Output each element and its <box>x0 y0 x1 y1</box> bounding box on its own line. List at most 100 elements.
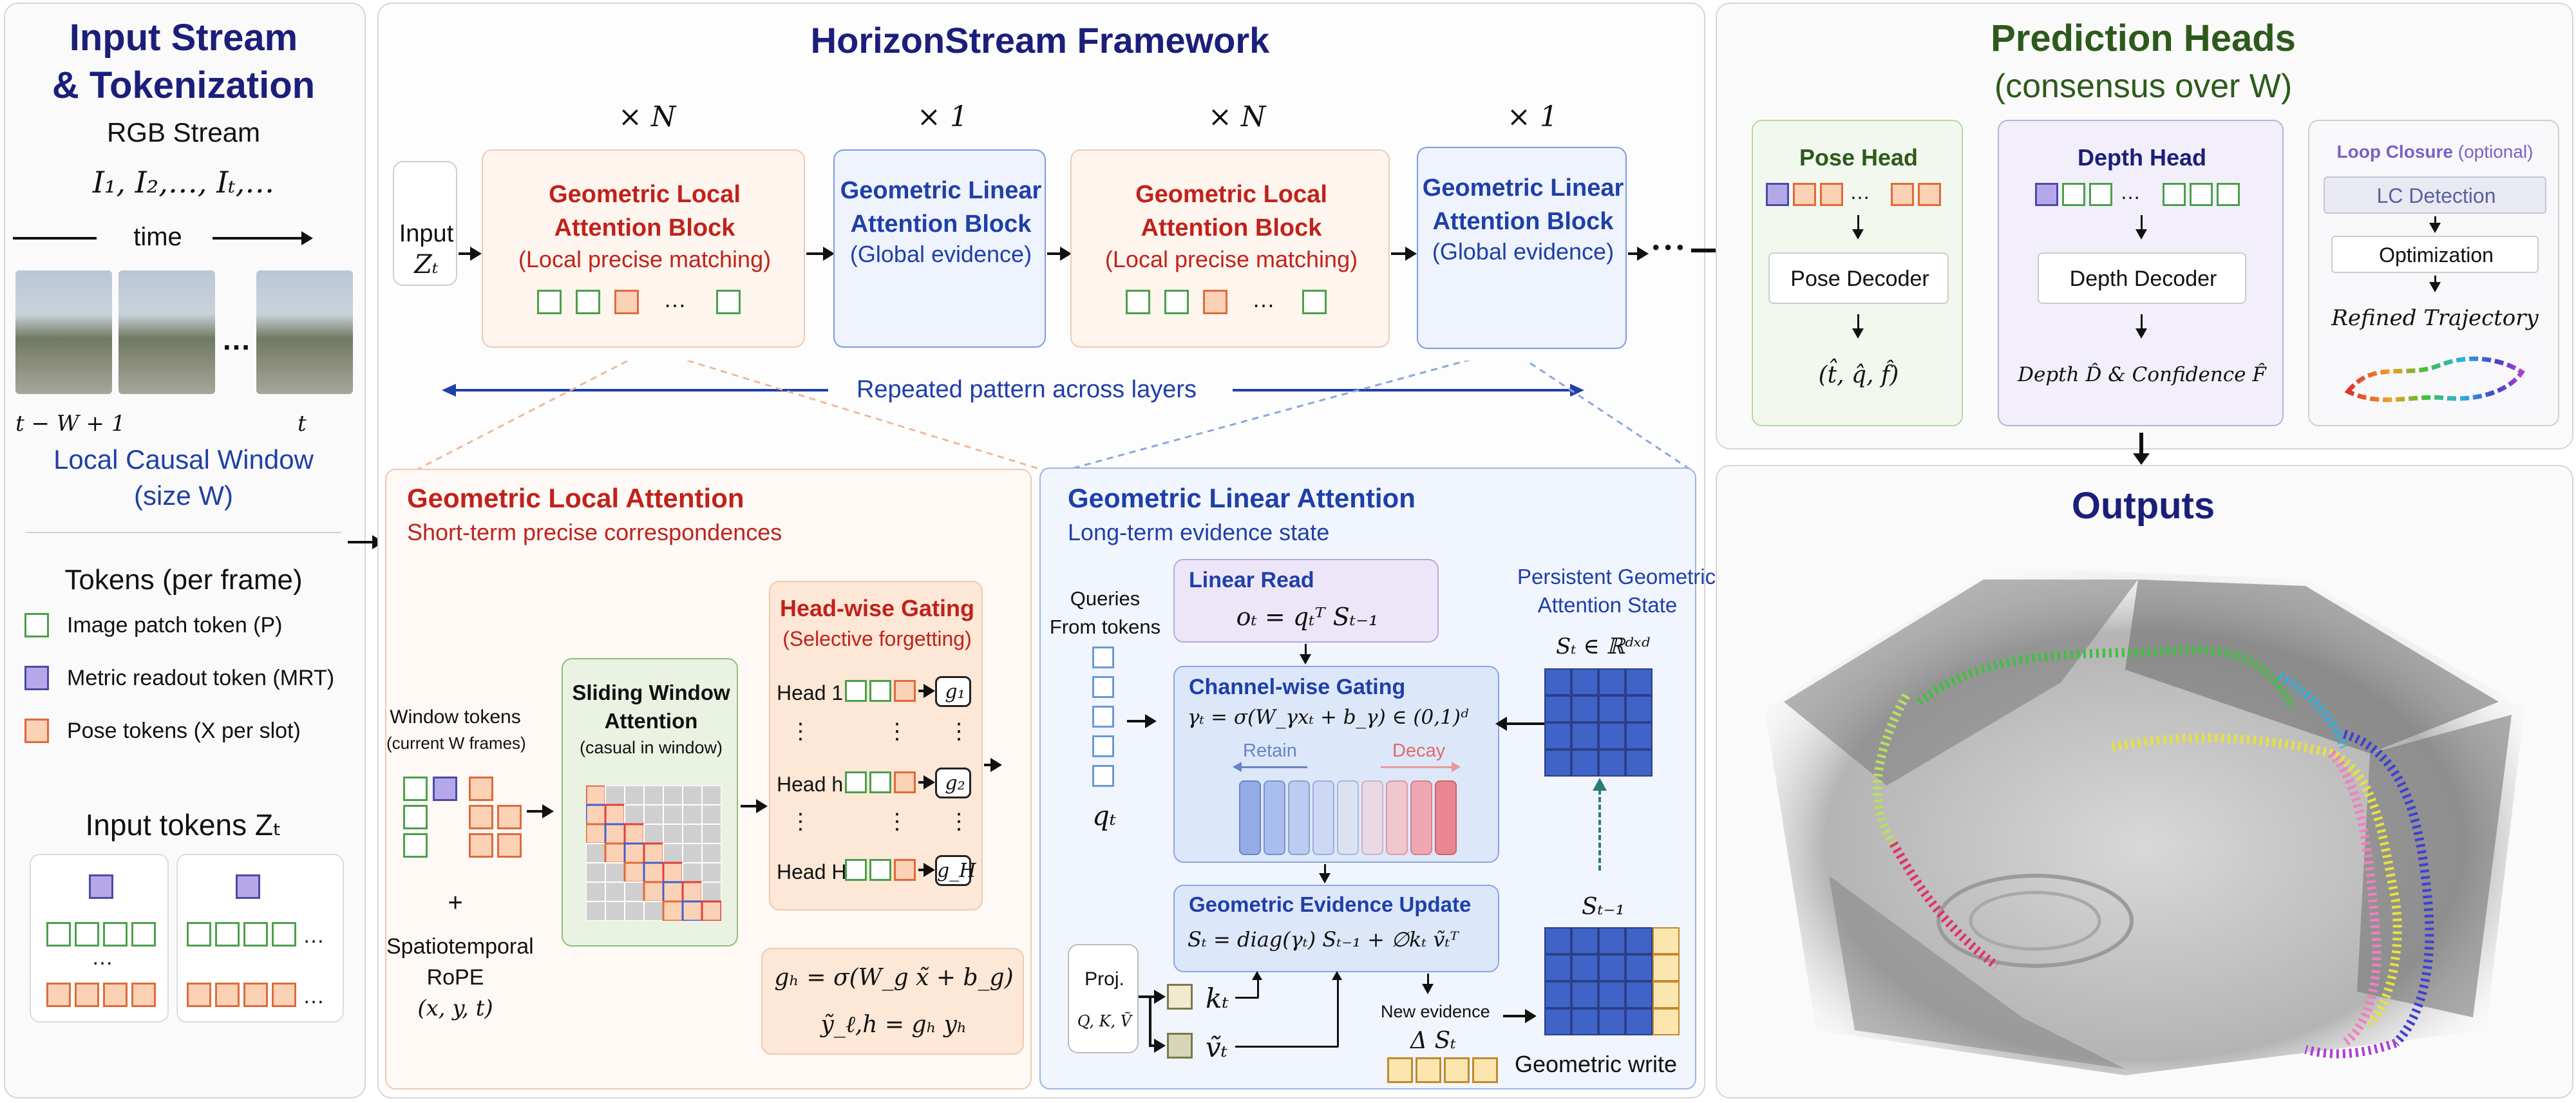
geometric-evidence-update: Geometric Evidence Update Sₜ = diag(γₜ) … <box>1173 885 1499 972</box>
attention-cell <box>586 786 607 806</box>
state-cell <box>1653 954 1680 981</box>
attention-cell <box>682 804 703 825</box>
attention-cell <box>662 862 684 883</box>
state-cell <box>1571 927 1598 954</box>
frames-ellipsis: … <box>222 323 251 356</box>
prediction-title: Prediction Heads <box>1991 17 2296 59</box>
frame-image-1 <box>15 270 112 394</box>
mult-n-1: × N <box>618 100 676 133</box>
state-cell <box>1625 668 1653 695</box>
attention-cell <box>701 824 721 844</box>
legend-swatch-pose <box>24 719 49 743</box>
state-cell <box>1571 954 1598 981</box>
window-start-label: t − W + 1 <box>15 411 126 437</box>
state-cell <box>1571 981 1598 1008</box>
head-wise-gating: Head-wise Gating (Selective forgetting) … <box>769 581 983 910</box>
attention-cell <box>586 862 606 883</box>
trailing-dots: • • • <box>1653 237 1684 258</box>
attention-cell <box>624 804 645 825</box>
projection-box: Proj. Q, K, Ṽ <box>1068 944 1139 1053</box>
attention-cell <box>605 862 625 883</box>
attention-cell <box>662 900 684 921</box>
attention-cell <box>623 823 645 845</box>
state-cell <box>1544 722 1571 749</box>
state-cell <box>1598 749 1625 777</box>
channel-wise-gating: Channel-wise Gating γₜ = σ(W_γxₜ + b_γ) … <box>1173 666 1499 863</box>
state-cell <box>1598 981 1625 1008</box>
frame-image-3 <box>256 270 353 394</box>
state-cell <box>1544 927 1571 954</box>
attention-cell <box>605 881 625 902</box>
attention-cell <box>586 804 607 825</box>
linear-attention-detail: Geometric Linear Attention Long-term evi… <box>1039 467 1716 1089</box>
local-causal-window: Local Causal Window (size W) <box>53 444 314 511</box>
state-cell <box>1598 1008 1625 1035</box>
prediction-subtitle: (consensus over W) <box>1994 68 2293 105</box>
input-z-box: Input Zₜ <box>393 161 457 286</box>
attention-cell <box>662 881 684 903</box>
attention-cell <box>623 862 645 883</box>
state-cell <box>1544 668 1571 695</box>
state-cell <box>1571 695 1598 722</box>
attention-cell <box>605 786 625 806</box>
state-cell <box>1598 668 1625 695</box>
repeated-pattern-arrows <box>415 361 1692 470</box>
heads-to-outputs-arrow <box>2133 433 2150 465</box>
attention-cell <box>701 786 721 806</box>
attention-cell <box>663 804 683 825</box>
mult-n-2: × N <box>1208 100 1266 133</box>
attention-cell <box>624 881 645 902</box>
local-attention-detail: Geometric Local Attention Short-term pre… <box>385 469 1032 1089</box>
divider <box>26 532 341 533</box>
arrow-linear1-local2 <box>1047 247 1072 261</box>
state-cell <box>1625 749 1653 777</box>
state-cell <box>1544 695 1571 722</box>
attention-cell <box>604 842 626 864</box>
attention-cell <box>682 862 703 883</box>
arrow-linear2-dots <box>1628 247 1649 261</box>
time-label: time <box>133 223 182 251</box>
point-cloud-reconstruction <box>1765 567 2524 1075</box>
attention-cell <box>682 786 703 806</box>
attention-cell <box>586 881 606 902</box>
attention-cell <box>701 900 721 921</box>
depth-head: Depth Head … Depth Decoder Depth D̂ & Co… <box>1998 120 2284 426</box>
input-token-group-2: … … <box>176 854 344 1023</box>
attention-cell <box>643 786 664 806</box>
state-cell <box>1544 954 1571 981</box>
attention-cell <box>586 901 606 921</box>
input-to-framework-arrow <box>348 535 384 549</box>
attention-cell <box>604 804 626 825</box>
state-cell <box>1625 722 1653 749</box>
attention-cell <box>586 843 606 863</box>
input-panel-title: Input Stream & Tokenization <box>52 17 316 106</box>
arrow-local1-linear1 <box>806 247 835 261</box>
linear-attention-block-1: Geometric Linear Attention Block (Global… <box>833 149 1046 348</box>
state-matrix <box>1544 668 1654 778</box>
state-cell <box>1571 668 1598 695</box>
repeated-pattern-label: Repeated pattern across layers <box>856 376 1197 403</box>
loop-closure: Loop Closure (optional) LC Detection Opt… <box>2308 120 2559 426</box>
attention-cell <box>643 862 665 883</box>
local-attention-block-1: Geometric Local Attention Block (Local p… <box>482 149 805 348</box>
state-cell <box>1571 722 1598 749</box>
attention-cell <box>663 786 683 806</box>
state-cell <box>1544 981 1571 1008</box>
tokens-title: Tokens (per frame) <box>64 564 303 596</box>
state-cell <box>1598 722 1625 749</box>
attention-cell <box>701 843 721 863</box>
attention-cell <box>624 786 645 806</box>
gate-bars <box>1239 780 1458 855</box>
state-cell <box>1571 1008 1598 1035</box>
write-back-arrow <box>1593 778 1607 871</box>
state-cell <box>1653 981 1680 1008</box>
input-tokens-title: Input tokens Zₜ <box>85 808 282 842</box>
legend-label-metric: Metric readout token (MRT) <box>67 666 335 690</box>
prev-state-matrix <box>1544 927 1686 1037</box>
attention-cell <box>682 843 703 863</box>
framework-title: HorizonStream Framework <box>810 20 1270 61</box>
state-cell <box>1571 749 1598 777</box>
state-cell <box>1625 954 1653 981</box>
legend-swatch-metric <box>24 666 49 690</box>
gating-equations: gₕ = σ(W_g x̃ + b_g) ỹ_ℓ,h = gₕ yₕ <box>761 948 1024 1055</box>
